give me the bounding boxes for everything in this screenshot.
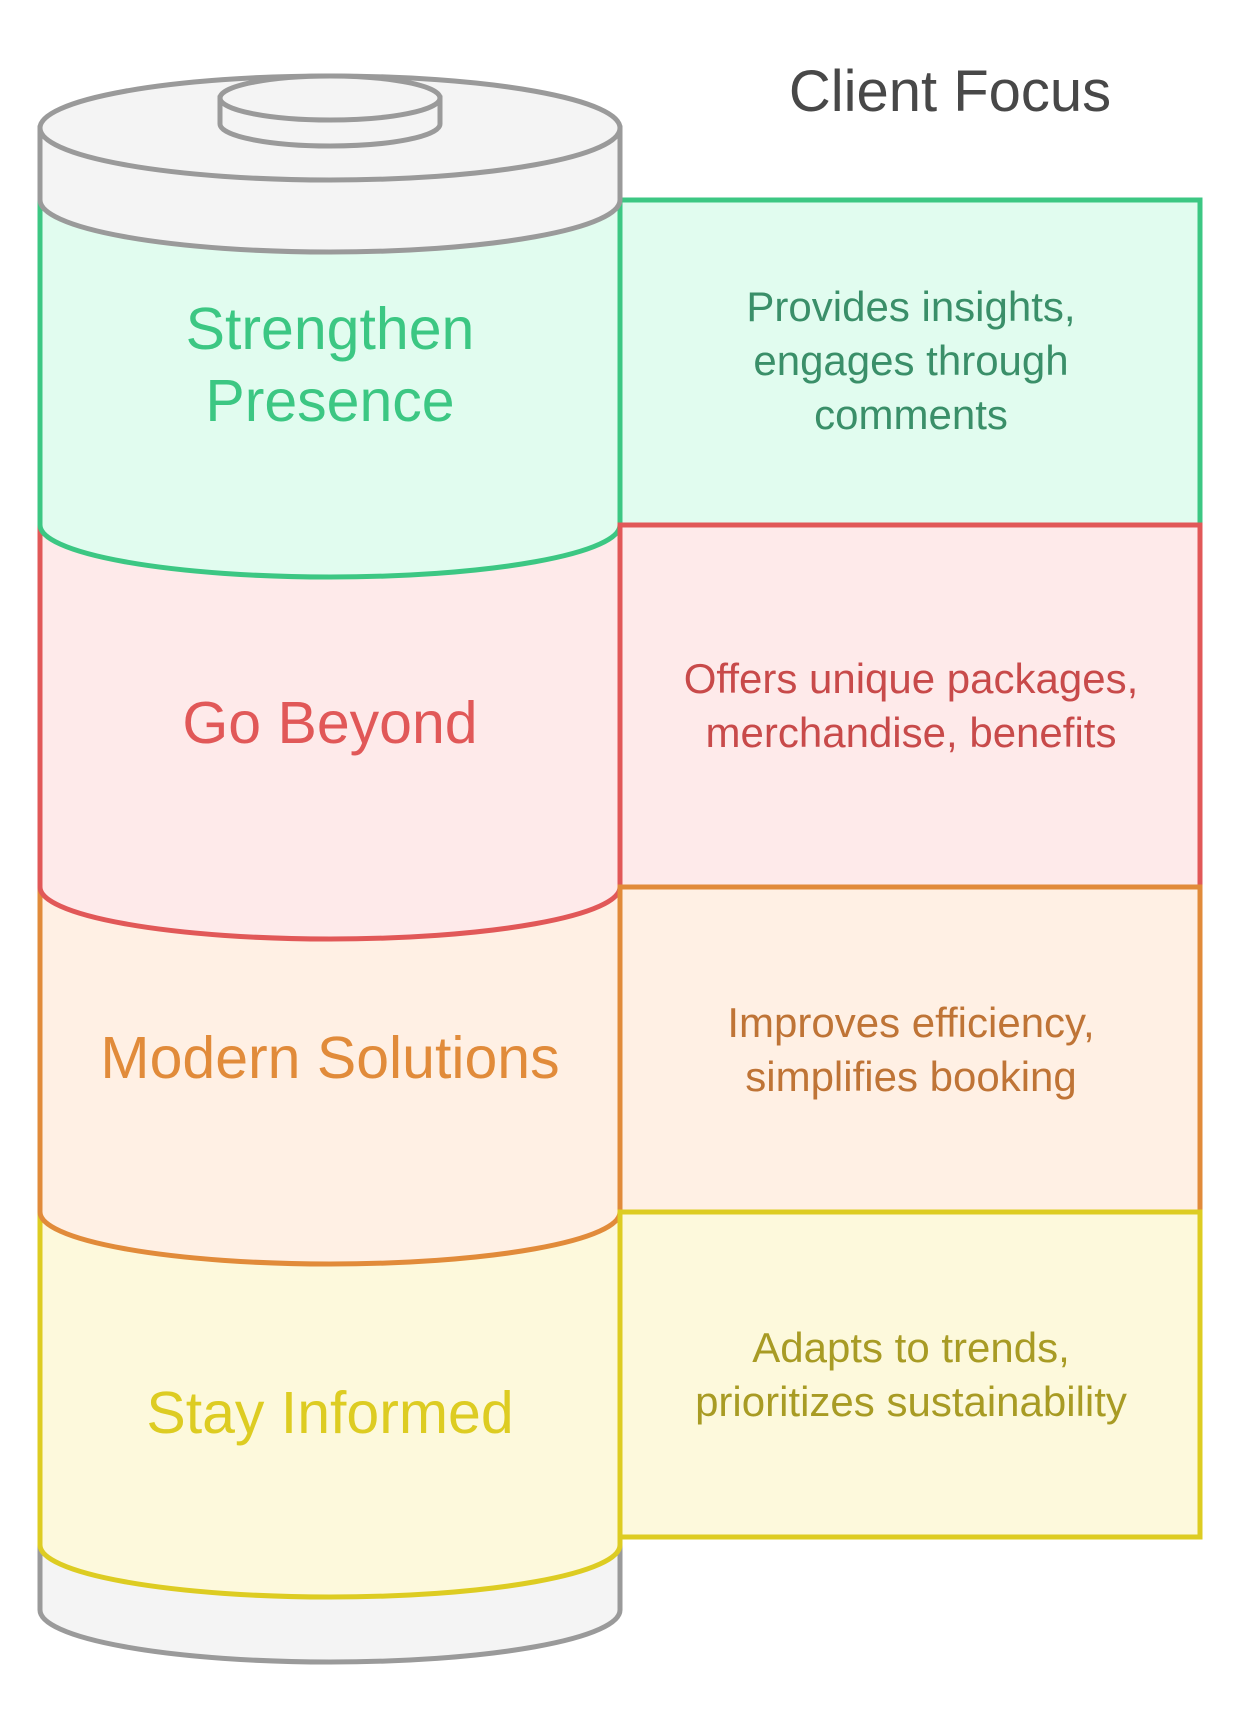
- layer-desc-text: Improves efficiency, simplifies booking: [727, 998, 1095, 1100]
- layer-desc-stay-informed: Adapts to trends, prioritizes sustainabi…: [622, 1212, 1200, 1537]
- layer-label-text: Go Beyond: [182, 689, 478, 756]
- layer-desc-text: Adapts to trends, prioritizes sustainabi…: [695, 1323, 1127, 1425]
- layer-label-stay-informed: Stay Informed: [40, 1250, 620, 1575]
- layer-label-text: Strengthen Presence: [185, 296, 475, 434]
- layer-label-modern-solutions: Modern Solutions: [40, 905, 620, 1210]
- cylinder-layer-strengthen-presence: [37, 197, 623, 580]
- layer-desc-strengthen-presence: Provides insights, engages through comme…: [622, 200, 1200, 522]
- battery-terminal-top: [217, 73, 443, 123]
- layer-label-text: Stay Informed: [146, 1379, 514, 1446]
- layer-desc-text: Offers unique packages, merchandise, ben…: [683, 655, 1139, 756]
- cylinder-layer-go-beyond: [37, 522, 623, 942]
- cylinder-layer-stay-informed: [37, 1209, 623, 1600]
- diagram-title: Client Focus: [788, 59, 1112, 124]
- cylinder-layer-modern-solutions: [37, 884, 623, 1267]
- layer-label-text: Modern Solutions: [100, 1024, 560, 1091]
- description-box-stay-informed: [617, 1209, 1203, 1540]
- layer-label-strengthen-presence: Strengthen Presence: [40, 205, 620, 525]
- layer-label-go-beyond: Go Beyond: [40, 560, 620, 885]
- layer-desc-text: Provides insights, engages through comme…: [746, 283, 1076, 438]
- layer-desc-go-beyond: Offers unique packages, merchandise, ben…: [622, 525, 1200, 887]
- layer-desc-modern-solutions: Improves efficiency, simplifies booking: [622, 887, 1200, 1212]
